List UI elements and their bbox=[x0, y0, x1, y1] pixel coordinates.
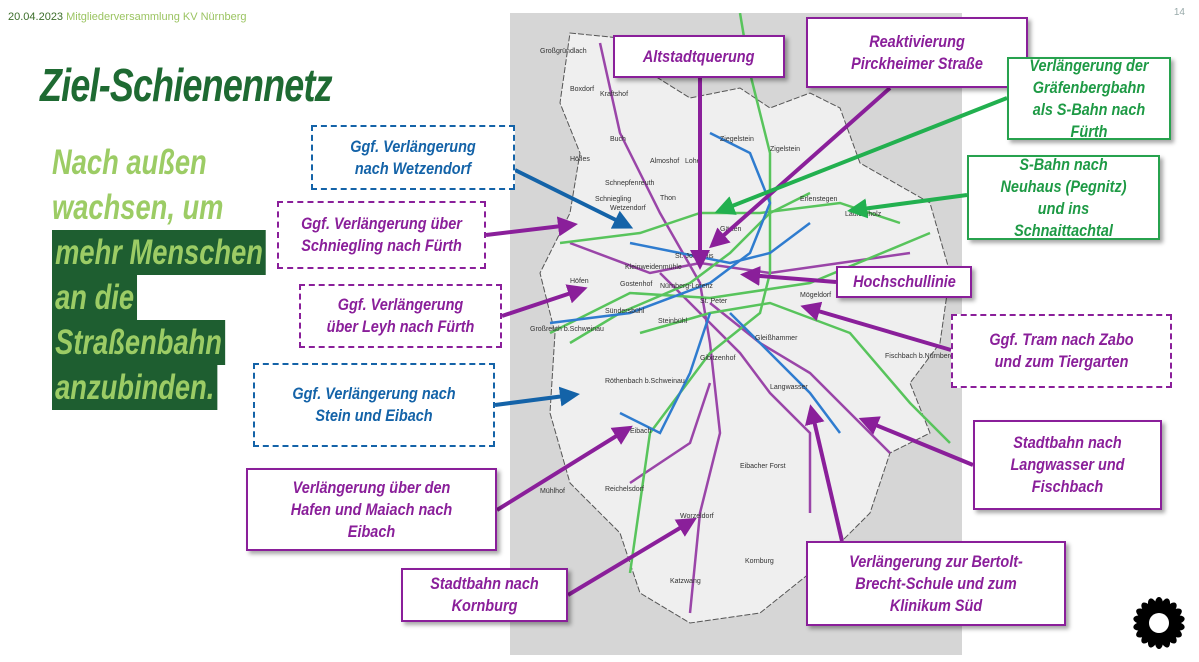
date: 20.04.2023 bbox=[8, 11, 64, 23]
callout-altstadt: Altstadtquerung bbox=[613, 35, 785, 78]
callout-hafen: Verlängerung über den Hafen und Maiach n… bbox=[246, 468, 497, 551]
map-place-label: Ziegelstein bbox=[720, 136, 754, 143]
logo-petal bbox=[1163, 628, 1177, 644]
map-place-label: Höfen bbox=[570, 278, 589, 285]
callout-text: Verlängerung der Gräfenbergbahn als S-Ba… bbox=[1029, 55, 1149, 141]
slide-title: Ziel-Schienennetz bbox=[40, 59, 333, 111]
callout-pirckheimer: Reaktivierung Pirckheimer Straße bbox=[806, 17, 1028, 88]
map-place-label: Boxdorf bbox=[570, 86, 594, 93]
logo-petal bbox=[1165, 608, 1182, 621]
page-number: 14 bbox=[1173, 7, 1185, 18]
map-place-label: Eibacher Forst bbox=[740, 463, 786, 470]
callout-hochschul: Hochschullinie bbox=[836, 266, 972, 298]
map-place-label: Erlenstegen bbox=[800, 196, 837, 203]
logo-center bbox=[1149, 613, 1169, 633]
callout-langwasser: Stadtbahn nach Langwasser und Fischbach bbox=[973, 420, 1162, 510]
logo-petal bbox=[1165, 625, 1182, 638]
claim-line: Nach außen bbox=[52, 143, 207, 182]
map-place-label: Mühlhof bbox=[540, 488, 565, 495]
tram-line bbox=[628, 13, 772, 574]
tram-line bbox=[619, 312, 712, 435]
map-place-label: Worzeldorf bbox=[680, 513, 714, 520]
map-place-label: Katzwang bbox=[670, 578, 701, 585]
map-place-label: Nürnberg-Lorenz bbox=[660, 283, 713, 290]
tram-line bbox=[629, 382, 712, 485]
map-place-label: St. Peter bbox=[700, 298, 728, 305]
callout-brecht: Verlängerung zur Bertolt-Brecht-Schule u… bbox=[806, 541, 1066, 626]
map-place-label: Kraftshof bbox=[600, 91, 628, 98]
map-place-label: St. Johannis bbox=[675, 253, 714, 260]
callout-text: Ggf. Verlängerung nach Wetzendorf bbox=[350, 136, 476, 178]
sunflower-logo-icon bbox=[1133, 597, 1185, 649]
map-place-label: Wetzendorf bbox=[610, 205, 646, 212]
map-place-label: Kleinweidenmühle bbox=[625, 264, 682, 271]
map-place-label: Schniegling bbox=[595, 196, 631, 203]
claim-line: Straßenbahn bbox=[52, 320, 226, 365]
map-place-label: Großreuth b.Schweinau bbox=[530, 326, 604, 333]
map-place-label: Laufamholz bbox=[845, 211, 882, 218]
claim-line: mehr Menschen bbox=[52, 230, 267, 275]
callout-text: Hochschullinie bbox=[852, 272, 956, 291]
map-place-label: Gleißhammer bbox=[755, 335, 798, 342]
logo-petal bbox=[1136, 608, 1153, 621]
map-place-label: Höfles bbox=[570, 156, 590, 163]
claim-text: Nach außen wachsen, um mehr Menschen an … bbox=[52, 140, 282, 410]
callout-stein: Ggf. Verlängerung nach Stein und Eibach bbox=[253, 363, 495, 447]
callout-text: S-Bahn nach Neuhaus (Pegnitz) und ins Sc… bbox=[1000, 154, 1127, 240]
callout-schniegling: Ggf. Verlängerung über Schniegling nach … bbox=[277, 201, 486, 269]
map-place-label: Schnepfenreuth bbox=[605, 180, 655, 187]
slide-header: 20.04.2023 Mitgliederversammlung KV Nürn… bbox=[8, 11, 246, 23]
event-name: Mitgliederversammlung KV Nürnberg bbox=[66, 11, 247, 23]
callout-text: Stadtbahn nach Langwasser und Fischbach bbox=[1010, 433, 1125, 496]
callout-text: Verlängerung über den Hafen und Maiach n… bbox=[290, 477, 453, 541]
callout-text: Ggf. Verlängerung über Schniegling nach … bbox=[301, 214, 462, 255]
map-place-label: Eibach bbox=[630, 428, 652, 435]
map-place-label: Gibitzenhof bbox=[700, 355, 735, 362]
logo-petal bbox=[1136, 625, 1153, 638]
logo-petal bbox=[1141, 628, 1155, 644]
tram-line bbox=[598, 42, 722, 614]
map-place-label: Reichelsdorf bbox=[605, 486, 644, 493]
callout-text: Ggf. Verlängerung nach Stein und Eibach bbox=[292, 384, 456, 425]
map-place-label: Großgründlach bbox=[540, 48, 587, 55]
map-place-label: Lohe bbox=[685, 158, 701, 165]
callout-text: Verlängerung zur Bertolt-Brecht-Schule u… bbox=[849, 551, 1023, 615]
logo-petal bbox=[1147, 598, 1159, 616]
map-place-label: Zigelstein bbox=[770, 146, 800, 153]
map-place-label: Sündersbühl bbox=[605, 308, 645, 315]
callout-neuhaus: S-Bahn nach Neuhaus (Pegnitz) und ins Sc… bbox=[967, 155, 1160, 240]
map-place-label: Steinbühl bbox=[658, 318, 688, 325]
callout-text: Stadtbahn nach Kornburg bbox=[430, 574, 539, 615]
map-place-label: Thon bbox=[660, 195, 676, 202]
callout-text: Reaktivierung Pirckheimer Straße bbox=[851, 31, 983, 73]
callout-zabo: Ggf. Tram nach Zabo und zum Tiergarten bbox=[951, 314, 1172, 388]
claim-line: wachsen, um bbox=[52, 188, 224, 227]
callout-text: Altstadtquerung bbox=[643, 46, 755, 66]
logo-petal bbox=[1141, 602, 1155, 618]
callout-text: Ggf. Verlängerung über Leyh nach Fürth bbox=[326, 295, 475, 336]
logo-petal bbox=[1163, 602, 1177, 618]
map-place-label: Langwasser bbox=[770, 384, 808, 391]
callout-leyh: Ggf. Verlängerung über Leyh nach Fürth bbox=[299, 284, 502, 348]
tram-line bbox=[659, 272, 812, 513]
callout-wetzendorf: Ggf. Verlängerung nach Wetzendorf bbox=[311, 125, 515, 190]
map-place-label: Kornburg bbox=[745, 558, 774, 565]
map-place-label: Gostenhof bbox=[620, 281, 652, 288]
tram-line bbox=[569, 241, 911, 275]
map-place-label: Röthenbach b.Schweinau bbox=[605, 378, 685, 385]
map-place-label: Gärten bbox=[720, 226, 742, 233]
callout-kornburg: Stadtbahn nach Kornburg bbox=[401, 568, 568, 622]
map-place-label: Mögeldorf bbox=[800, 292, 831, 299]
callout-graefenberg: Verlängerung der Gräfenbergbahn als S-Ba… bbox=[1007, 55, 1171, 141]
map-place-label: Almoshof bbox=[650, 158, 679, 165]
claim-line: anzubinden. bbox=[52, 365, 218, 410]
claim-line: an die bbox=[52, 275, 138, 320]
map-place-label: Fischbach b.Nürnberg bbox=[885, 353, 954, 360]
map-place-label: Buch bbox=[610, 136, 626, 143]
callout-text: Ggf. Tram nach Zabo und zum Tiergarten bbox=[989, 330, 1134, 371]
